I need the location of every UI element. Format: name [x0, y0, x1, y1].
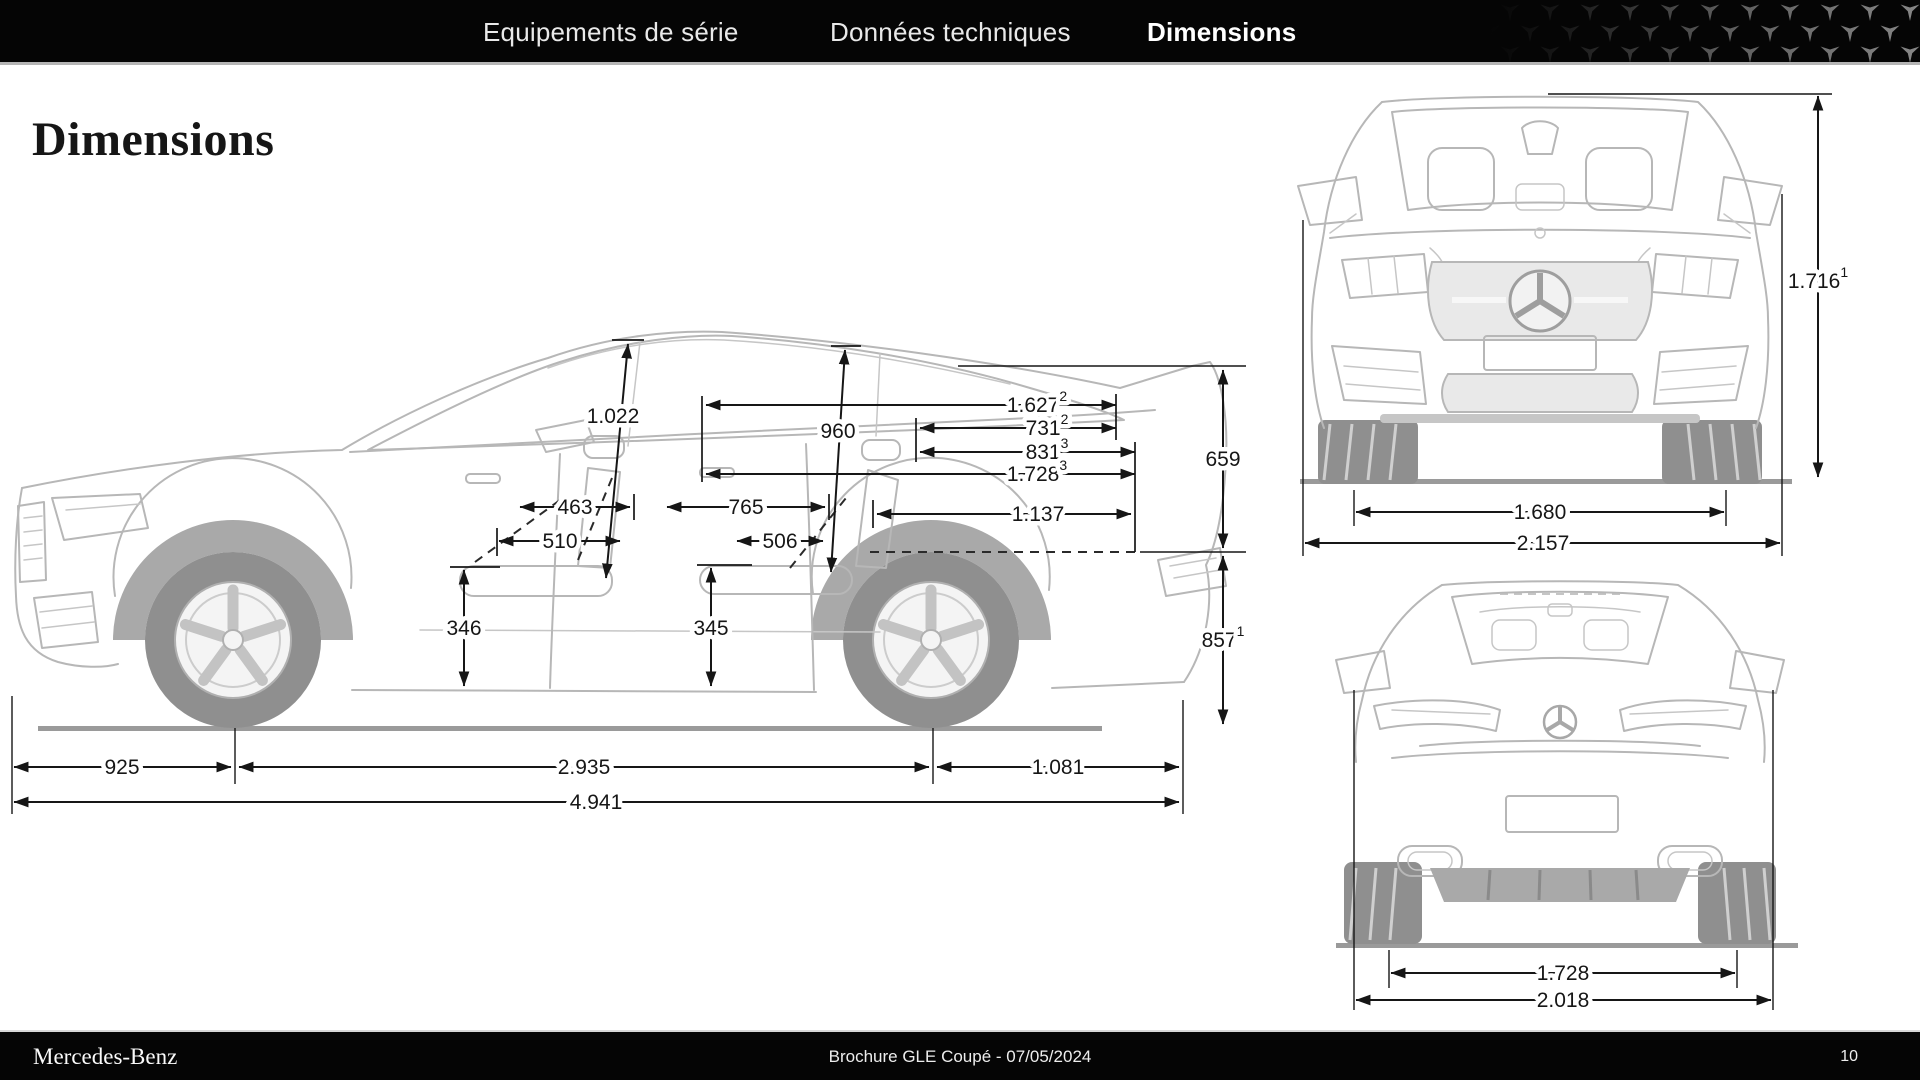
tab-dimensions[interactable]: Dimensions	[1147, 17, 1297, 47]
dim-label-width-mirrors: 2.157	[1517, 532, 1570, 555]
side-ground-line	[38, 726, 1102, 731]
footer-bar: Mercedes-Benz Brochure GLE Coupé - 07/05…	[0, 1032, 1920, 1080]
dim-label-345: 345	[693, 617, 728, 640]
page-title: Dimensions	[32, 113, 275, 167]
front-view-dimensions: 1.7161 1.680 2.157	[1302, 93, 1853, 559]
right-mirror	[1717, 176, 1783, 226]
dim-label-506: 506	[762, 530, 797, 553]
front-license-plate	[1483, 335, 1597, 371]
dim-label-overall-width: 2.018	[1537, 989, 1590, 1012]
dim-label-1137: 1.137	[1012, 503, 1065, 526]
side-view-car-drawing	[14, 330, 1228, 731]
side-view-dimensions: 1.6272 7312 8313 1.7283 1.022 960 463 51…	[11, 339, 1249, 818]
dim-label-463: 463	[557, 496, 592, 519]
dim-label-rear-track: 1.728	[1537, 962, 1590, 985]
rear-ground-line	[1336, 943, 1798, 948]
front-seat	[459, 435, 625, 597]
front-ground-line	[1300, 479, 1792, 484]
dim-label-346: 346	[446, 617, 481, 640]
front-view-car-drawing	[1297, 95, 1792, 484]
side-headlight	[51, 493, 149, 541]
rear-view-car-drawing	[1335, 580, 1798, 948]
star-pattern-fade	[1490, 0, 1920, 62]
dim-label-rear-headroom: 960	[820, 420, 855, 443]
tab-donnees-techniques[interactable]: Données techniques	[830, 17, 1071, 47]
rear-taillight-right	[1619, 699, 1747, 732]
front-view-tires	[1318, 420, 1762, 484]
footer-brand-wordmark: Mercedes-Benz	[33, 1044, 178, 1069]
left-mirror	[1297, 176, 1363, 226]
dim-label-rear-overhang: 1.081	[1032, 756, 1085, 779]
rear-view-dimensions: 1.728 2.018	[1353, 690, 1774, 1016]
rearview-mirror	[1521, 120, 1559, 155]
dim-label-wheelbase: 2.935	[558, 756, 611, 779]
dim-label-659: 659	[1205, 448, 1240, 471]
dim-label-front-overhang: 925	[104, 756, 139, 779]
dim-label-front-track: 1.680	[1514, 501, 1567, 524]
dim-label-overall-height: 1.7161	[1788, 264, 1849, 293]
footer-page-number: 10	[1840, 1048, 1858, 1065]
dim-label-765: 765	[728, 496, 763, 519]
dim-label-510: 510	[542, 530, 577, 553]
front-wheel	[145, 552, 321, 728]
mercedes-star-icon	[1508, 269, 1572, 333]
nav-divider	[0, 62, 1920, 65]
side-taillight	[1157, 547, 1227, 597]
top-nav: Equipements de série Données techniques …	[0, 0, 1920, 62]
rear-taillight-left	[1373, 699, 1501, 732]
tab-equipements-de-serie[interactable]: Equipements de série	[483, 17, 739, 47]
rear-view-tires	[1344, 862, 1776, 944]
footer-document-title: Brochure GLE Coupé - 07/05/2024	[828, 1047, 1092, 1066]
dim-label-overall-length: 4.941	[570, 791, 623, 814]
dim-label-elbow-a: 7312	[1026, 411, 1069, 440]
rear-wheel	[843, 552, 1019, 728]
dim-label-front-headroom: 1.022	[587, 405, 640, 428]
footer-divider	[0, 1030, 1920, 1032]
rear-license-plate	[1505, 795, 1619, 833]
mercedes-star-icon-rear	[1542, 704, 1578, 740]
dim-label-shoulder-front: 1.6272	[1007, 388, 1068, 417]
